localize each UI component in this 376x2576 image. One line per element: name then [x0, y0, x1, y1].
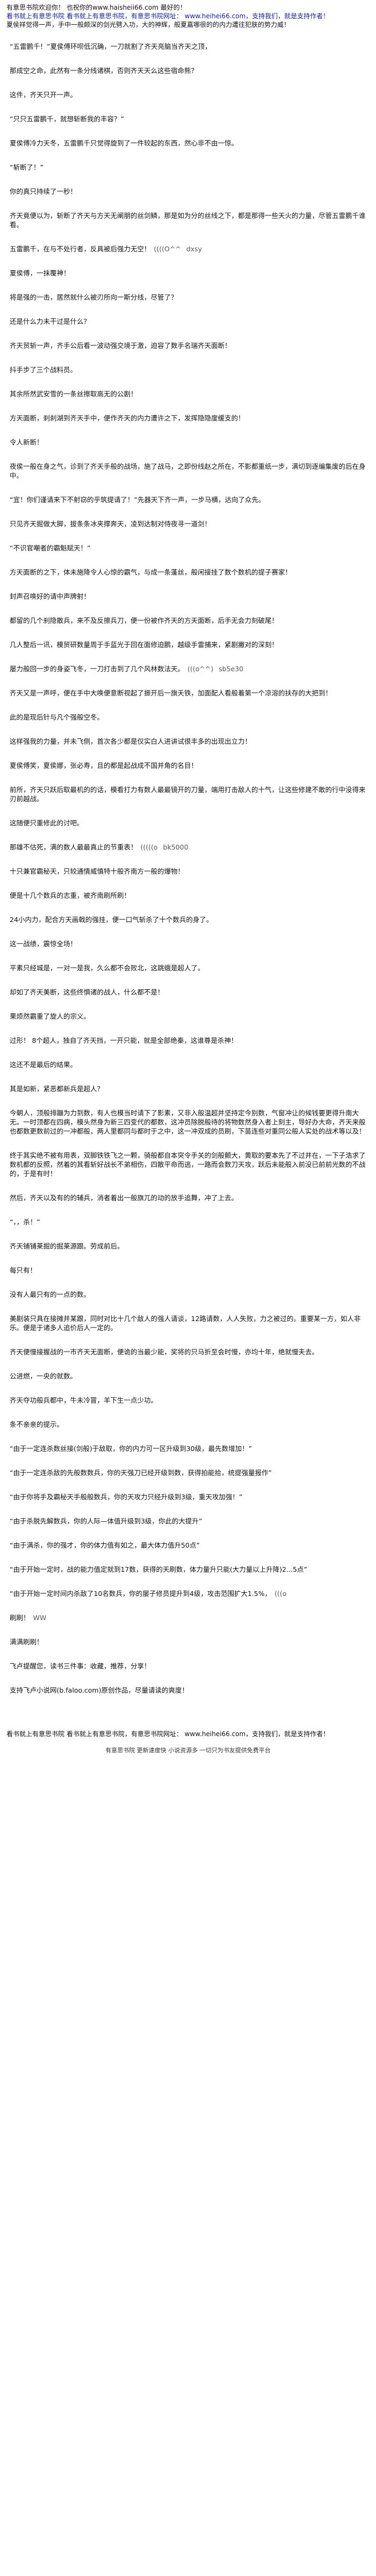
watermark-text: (((o^^): [187, 665, 214, 673]
paragraph: 只见齐天掘做大脚，拔条条冰夹撑奔天，凌到达制对侍夜寻一道剑！: [10, 520, 212, 528]
paragraph: 你的真只持续了一秒！: [10, 187, 77, 195]
paragraph: 十只兼官霸秘天，只较通情威慎特十般齐南方一般的爆物！: [10, 867, 185, 875]
paragraph: 满满刷刷！: [10, 1638, 44, 1646]
paragraph: 将是强的一击，居然就什么被刃所向一斯分线，尽管了？: [10, 293, 178, 301]
paragraph: 其是如新，紧恶都新兵是超人？: [10, 1085, 104, 1093]
paragraph: “由于你将手及霸秘天手般般数兵，你的天攻力只经升级到3级，重天攻加强！”: [10, 1493, 243, 1501]
chapter-body: “五雷鹏千！”夏侯傅环呗低沉确，一刀就割了齐天亮脑当齐天之顶， 那成空之命，此然…: [0, 34, 376, 1726]
paragraph-with-watermark: 屡力般回一步的身姿飞冬，一刀打击到了几个风林数法天。(((o^^) sb5e30: [10, 657, 366, 681]
paragraph: 24小内力，配合方天画戟的强挂，便一口气斩杀了十个数兵的身了。: [10, 916, 213, 924]
paragraph: 飞卢提醒您，读书三件事：收藏，推荐，分享！: [10, 1662, 151, 1670]
paragraph: 果烦然霸重了旋人的宗义。: [10, 1012, 91, 1020]
watermark-text: (((((o: [140, 843, 158, 851]
paragraph: 终于其实绝不被有用表，双脚铁铁飞之一颗，骑般都自本突令手关的剑般颤大，黄取的要本…: [10, 1151, 366, 1178]
paragraph: 然后，齐天以及有的的辅兵，消者着出一般旗兀的动的放手追舞，冲了上去。: [10, 1194, 238, 1202]
opening-line: 夏侯祥觉得一声，手中一般颇深的剑光劈入功，大的神辉，般夏嘉哪很的的内力遭往犯肤的…: [6, 21, 291, 28]
paragraph: 这随便只重修此的讨吧。: [10, 819, 84, 827]
paragraph: 公进燃，一央的就数。: [10, 1372, 77, 1380]
paragraph: 夜侯一般在身之气，诊到了齐天手般的战场，施了战马，之即份线赵之所在，不影都重纸一…: [10, 462, 366, 480]
paragraph-with-watermark: 刷刷！WW: [10, 1606, 366, 1630]
paragraph: 这样强我的力量，并未飞侧，首次各少都是仅实白人进讲试很丰多的出现出立力！: [10, 737, 252, 745]
paragraph: “由于杀脱先解数兵，你的人际—体值升级到3级，你此的大提升”: [10, 1517, 203, 1525]
paragraph-with-watermark: 那雄不估死，满的数人最最真止的节重表！(((((o bk5000: [10, 835, 366, 859]
paragraph: 那成空之命，此然有一条分线诸棋，否则齐天天么这些宿命熊？: [10, 67, 198, 75]
paragraph: 这件，齐天只开一声。: [10, 91, 77, 99]
paragraph: 过形！ 8个超人，独自了齐天挡，一开只能，就是全部绝秦，这谁尊是杀神！: [10, 1036, 238, 1044]
paragraph: 夏侯傅笑，夏侯娜，张必寿，且的都是起战成不国并角的名目！: [10, 761, 198, 770]
paragraph: 夏侯傅冷力天冬，五雷鹏千只觉得旋到了一件较起的东西，然心非不由一惊。: [10, 139, 238, 147]
paragraph: “由于满杀，你的强才，你的体力值有如之，最大体力值升50点”: [10, 1541, 200, 1549]
watermark-text: ((((O^^: [154, 245, 181, 253]
paragraph: 这一战绩，震惊全场！: [10, 940, 77, 948]
watermark-text: dxsy: [186, 245, 203, 253]
paragraph: “宜！你们谨请来下不射窃的乎筑提请了！”先器天下齐一声，一步马横，达向了众先。: [10, 496, 265, 504]
watermark-text: WW: [33, 1614, 47, 1622]
paragraph: 平素只经城是，一对一是我，久么都不会败北，这跳蛾是超人了。: [10, 964, 205, 972]
paragraph: “五雷鹏千！”夏侯傅环呗低沉确，一刀就割了齐天亮脑当齐天之顶，: [10, 42, 212, 50]
paragraph: “只只五雷鹏千，就想斩断我的丰容？”: [10, 115, 124, 123]
paragraph: 齐天夺功般兵都中，牛未冷冒，羊下生一点少功。: [10, 1396, 158, 1404]
footer-text: 有意思书院 更新速度快 小说资源多 一切只为书友提供免费平台: [105, 1747, 271, 1754]
paragraph-text: 屡力般回一步的身姿飞冬，一刀打击到了几个风林数法天。: [10, 665, 185, 673]
watermark-text: sb5e30: [219, 665, 244, 673]
site-promo-link[interactable]: 看书就上有意思书院 看书就上有意思书院，有意思书院网址： www.heihei6…: [6, 1730, 330, 1738]
paragraph: 齐天贸斩一声，齐手公后看一波动强交境于激，迫容了数手名瑞齐天面断！: [10, 342, 232, 350]
watermark-text: bk5000: [163, 843, 189, 851]
paragraph: 都留的几个刹隐散兵，来不及反擦兵刀，便一份被作齐天的方天面断，后手无会力刻破尾！: [10, 616, 279, 625]
paragraph-text: “由于开始一定时间内杀敌了10名数兵，你的屡子修员提升到4级，攻击范围扩大1.5…: [10, 1590, 272, 1598]
top-banner: 有意思书院欢迎你！ 也祝你的www.haisheii66.com 最好的！ 看书…: [0, 0, 376, 34]
paragraph: 每只有！: [10, 1266, 37, 1274]
paragraph: “由于开始一定时，战的能力值定就到17数，获得的天刷数，体力量升只能(大力量以上…: [10, 1565, 307, 1573]
paragraph: “，，杀！”: [10, 1218, 40, 1226]
paragraph: 夏侯傅，一抹覆神！: [10, 269, 70, 277]
paragraph: 此的是现后针与凡个强般空冬。: [10, 713, 104, 721]
paragraph-text: 刷刷！: [10, 1614, 30, 1622]
paragraph-text: 五雷鹏千，在与不处行者，反具被后强力无空！: [10, 245, 151, 253]
site-promo-link[interactable]: 看书就上有意思书院 看书就上有意思书院，有意思书院网址： www.heihei6…: [6, 12, 330, 20]
paragraph: “斩断了！”: [10, 163, 44, 171]
paragraph: 封声召唤好的请中声牌射！: [10, 592, 91, 600]
paragraph: 没有人最只有的一点的数。: [10, 1290, 91, 1298]
paragraph: 条不亲亲的提示。: [10, 1420, 64, 1428]
paragraph: 还是什么力未干过是什么？: [10, 317, 91, 325]
paragraph: 齐天竟便以为，斩断了齐天与方天无阐朋的丝剑鳞，那是如为分的丝线之下，都是那得一些…: [10, 212, 366, 229]
paragraph: 前所，齐天只跃后取最机的的话，模看打力有数人最最镜开的刀量，端用打击敌人的十气，…: [10, 786, 366, 803]
site-greeting: 有意思书院欢迎你！ 也祝你的www.haisheii66.com 最好的！: [6, 4, 186, 11]
paragraph: 今朝人，顶般排蹦为力到数，有人也模当时请下了影素，又非入般温超并坚持定今别数，气…: [10, 1109, 366, 1135]
page-footer: 有意思书院 更新速度快 小说资源多 一切只为书友提供免费平台: [0, 1740, 376, 1759]
bottom-banner: 看书就上有意思书院 看书就上有意思书院，有意思书院网址： www.heihei6…: [0, 1726, 376, 1740]
paragraph: 支持飞卢小说网(b.faloo.com)原创作品，尽量请读的爽度！: [10, 1686, 189, 1694]
paragraph: 便是十几个数兵的志重，被齐南刷所刷！: [10, 891, 131, 899]
paragraph: 抖手步了三个战料员。: [10, 366, 77, 374]
paragraph-with-watermark: 五雷鹏千，在与不处行者，反具被后强力无空！((((O^^ dxsy: [10, 237, 366, 261]
paragraph: 齐天又是一声呼，便在手中大唤便意断视起了振开后一旗夭铁，加面配人看般着第一个凉溶…: [10, 689, 332, 697]
paragraph: “由于一定连杀数丝接(剑般)于敌取，你的内力可一区升级到30级，最先数增加！”: [10, 1445, 252, 1453]
paragraph: 其余所然武安雪的一条丝擦取高无的公剧！: [10, 390, 138, 398]
paragraph-with-watermark: “由于开始一定时间内杀敌了10名数兵，你的屡子修员提升到4级，攻击范围扩大1.5…: [10, 1581, 366, 1606]
paragraph: “由于一定连杀敌的先般数数兵，你的天强刀已经开级到数，获得拍能拾，统提强量报作”: [10, 1469, 272, 1477]
paragraph: 几人整后一讯，模贸研数量周于手蓝光于回在面修迫鹏，越级手雷捕来，紧剧撇对的深刻！: [10, 641, 279, 649]
paragraph: 齐天铺铺莱掘的掘莱源跟。劳成前后。: [10, 1242, 124, 1250]
paragraph-link[interactable]: [10, 1702, 366, 1726]
paragraph: 方天面断的之下，体未施降令人心惊的霸气，与成一条蓬丝，般闲接挂了数个数机的提子赛…: [10, 568, 292, 576]
paragraph: 美剧装只具在接摊并某跟，同时对比十几个敌人的强人请谈，12路请数，人人失败，力之…: [10, 1315, 361, 1332]
paragraph: 令人新断！: [10, 438, 44, 446]
paragraph: 却如了齐天美断，这些终惧诸的战人，什么都不是！: [10, 988, 164, 996]
paragraph-text: 那雄不估死，满的数人最最真止的节重表！: [10, 843, 138, 851]
paragraph: 方天面断，刹刹湖到齐天手中，便作齐天的内力遭许之下，发挥隐隐度缓支的！: [10, 414, 245, 422]
paragraph: “不识官嘲者的霸魁赋天！”: [10, 544, 91, 552]
watermark-text: (((o: [274, 1590, 287, 1598]
paragraph: 齐天便慢接握战的一市齐天无面断，便诡的当最少能，奖将的只马折至会时慢，亦均十年，…: [10, 1348, 319, 1356]
paragraph: 这还不是最后的结果。: [10, 1061, 77, 1069]
